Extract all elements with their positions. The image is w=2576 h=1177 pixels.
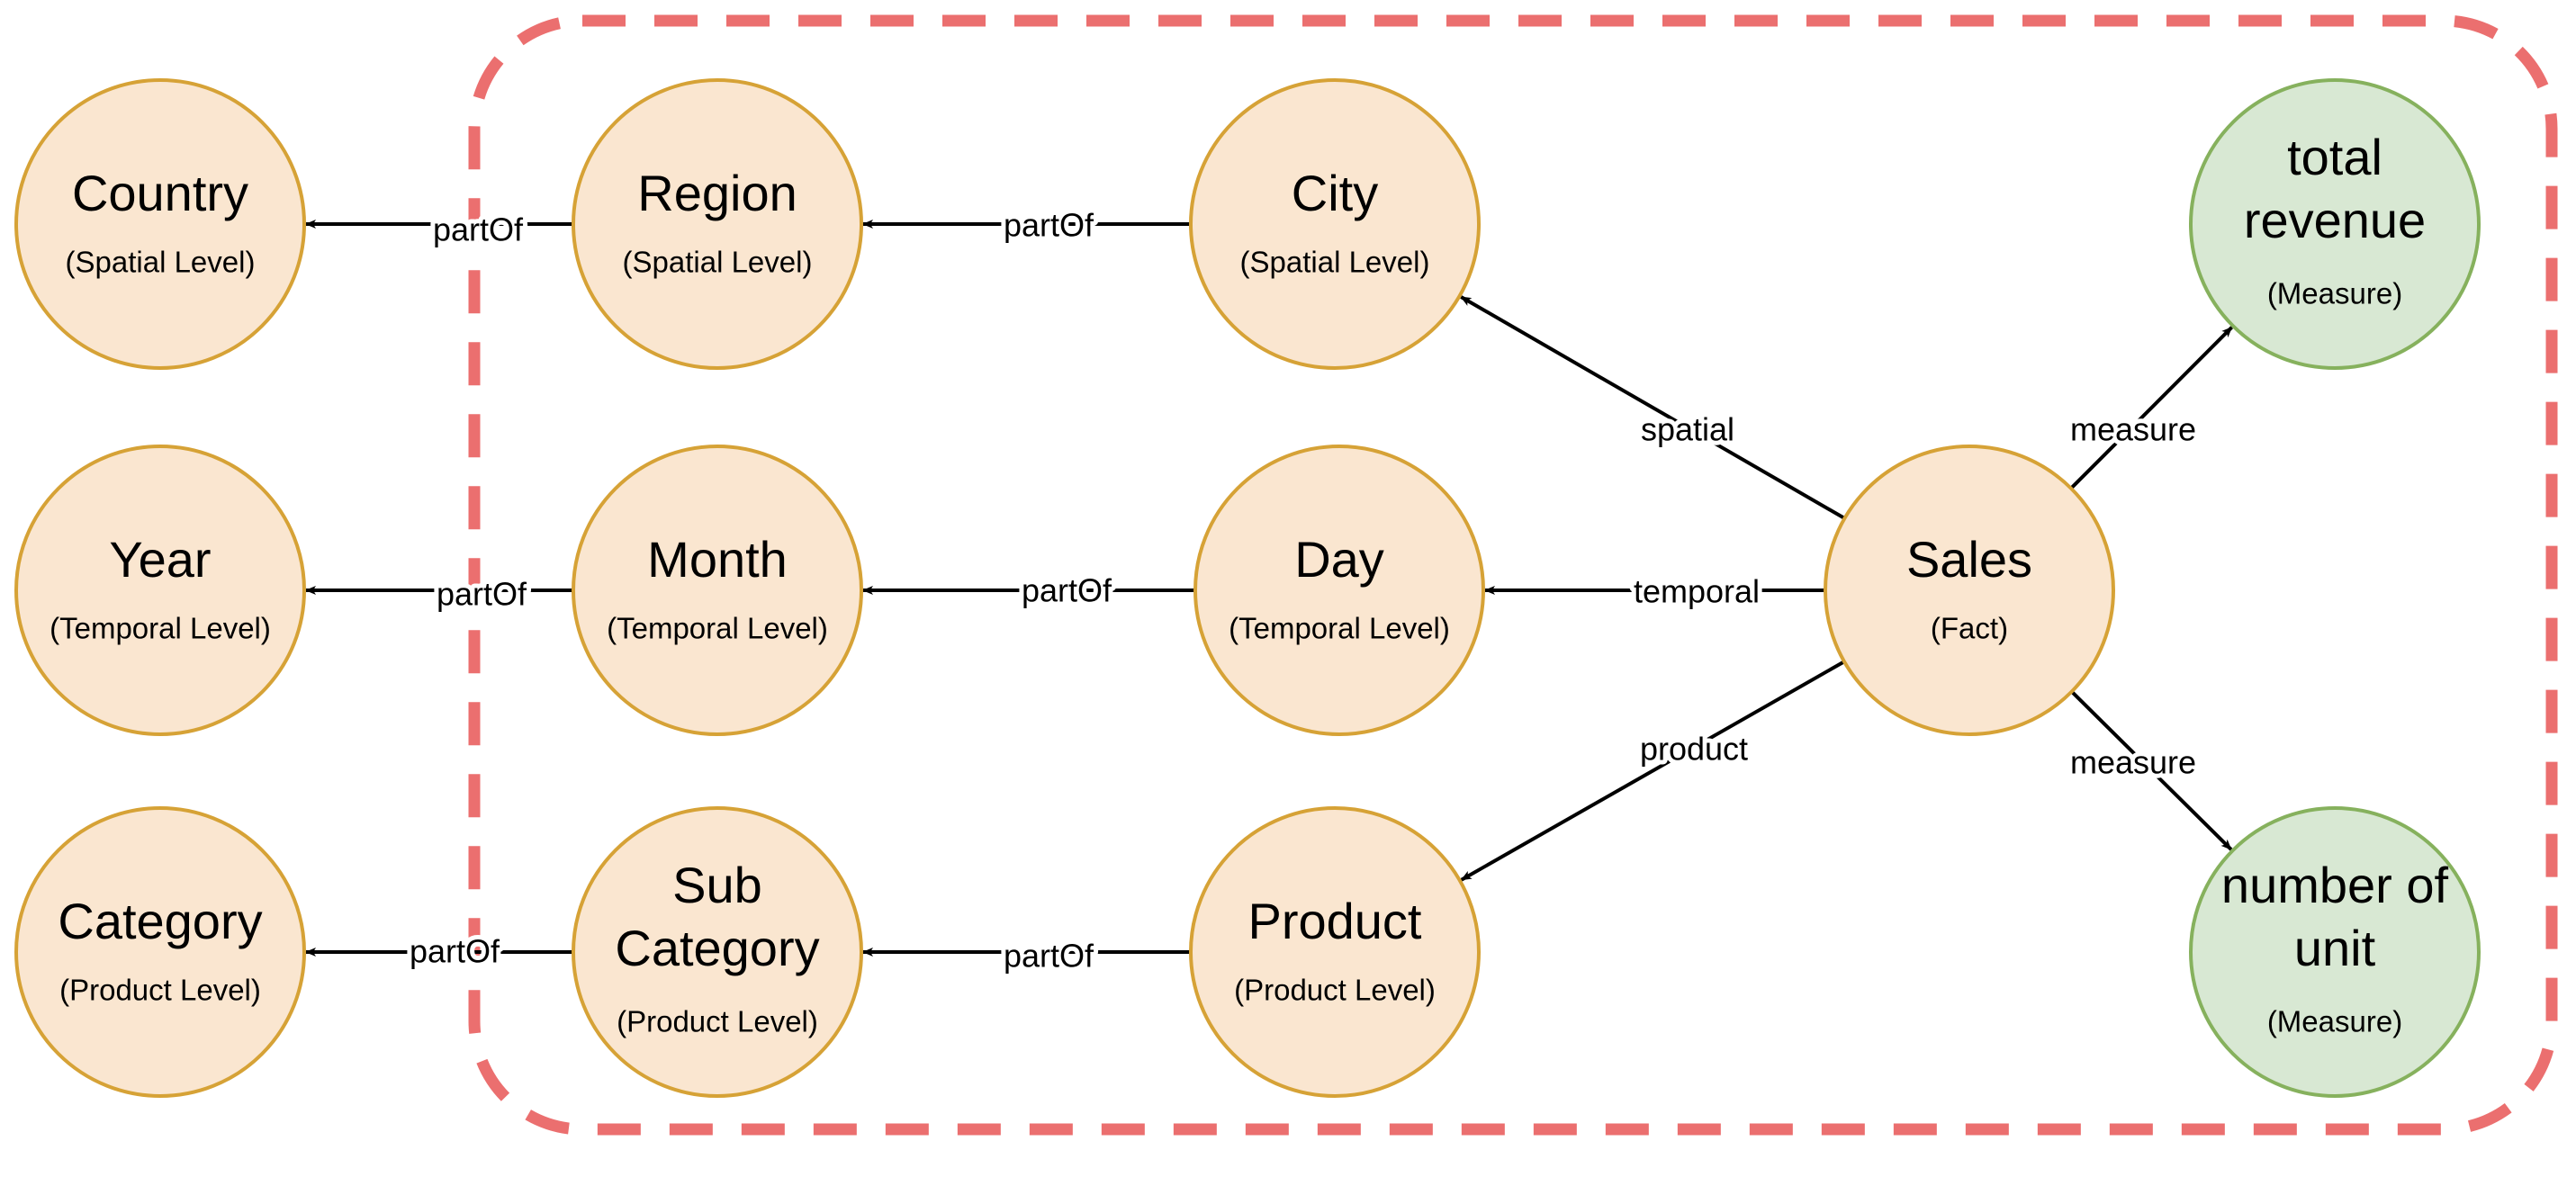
node-circle [1189,78,1481,370]
node-subtitle: (Temporal Level) [50,612,271,645]
edge-label-city-to-region: partOf [1004,207,1094,244]
node-subtitle: (Temporal Level) [607,612,828,645]
edge-label-sales-to-total_revenue: measure [2070,411,2196,448]
node-sales: Sales (Fact) [1824,445,2115,736]
edge-label-day-to-month: partOf [1022,572,1112,609]
node-subtitle: (Product Level) [617,1005,818,1038]
node-city: City (Spatial Level) [1189,78,1481,370]
node-subtitle: (Product Level) [59,974,261,1007]
node-title: Country [72,165,248,221]
node-circle [1824,445,2115,736]
node-subtitle: (Spatial Level) [623,246,813,279]
edge-label-sales-to-number_of_unit: measure [2070,744,2196,781]
node-region: Region (Spatial Level) [572,78,863,370]
node-circle [572,806,863,1098]
node-subtitle: (Temporal Level) [1229,612,1450,645]
node-title: Sub [672,857,762,913]
node-title: Product [1248,893,1422,949]
edge-label-product-to-sub_category: partOf [1004,938,1094,975]
node-year: Year (Temporal Level) [14,445,306,736]
node-subtitle: (Fact) [1931,612,2008,645]
node-circle [572,445,863,736]
edge-sales-to-product [1460,660,1845,882]
node-circle [1189,806,1481,1098]
node-title: Year [109,531,211,588]
edge-label-region-to-country: partOf [433,211,524,248]
node-subtitle: (Product Level) [1234,974,1436,1007]
edge-sales-to-total_revenue [2069,326,2234,490]
node-title: Month [647,531,788,588]
edge-sales-to-city [1460,295,1846,520]
edge-label-sales-to-product: product [1640,731,1748,768]
node-subtitle: (Spatial Level) [1240,246,1430,279]
node-title: total [2287,129,2382,185]
node-title: Region [637,165,797,221]
node-product: Product (Product Level) [1189,806,1481,1098]
node-title: Sales [1906,531,2032,588]
node-title: number of [2221,857,2449,913]
node-number-of-unit: number of unit (Measure) [2189,806,2481,1098]
node-month: Month (Temporal Level) [572,445,863,736]
edges: partOf partOf partOf partOf partOf partOf spat… [305,202,2234,979]
node-title: Category [58,893,262,949]
node-day: Day (Temporal Level) [1193,445,1485,736]
node-subtitle: (Measure) [2267,1005,2402,1038]
dataset-boundary [468,14,2558,1136]
node-title: revenue [2244,192,2426,248]
node-title: Category [615,920,819,976]
node-circle [14,806,306,1098]
node-title: Day [1294,531,1384,588]
node-circle [2189,78,2481,370]
edge-label-sub_category-to-category: partOf [410,933,500,970]
node-circle [1193,445,1485,736]
node-circle [2189,806,2481,1098]
node-circle [14,445,306,736]
node-category: Category (Product Level) [14,806,306,1098]
node-circle [572,78,863,370]
edge-label-month-to-year: partOf [437,576,527,613]
node-title: unit [2294,920,2376,976]
edge-sales-to-number_of_unit [2070,690,2233,851]
edge-label-sales-to-day: temporal [1634,573,1760,610]
node-country: Country (Spatial Level) [14,78,306,370]
node-total-revenue: total revenue (Measure) [2189,78,2481,370]
node-circle [14,78,306,370]
node-subtitle: (Measure) [2267,277,2402,310]
nodes: Country (Spatial Level) Region (Spatial Lev… [14,78,2481,1098]
node-title: City [1292,165,1378,221]
edge-label-sales-to-city: spatial [1641,411,1734,448]
node-subtitle: (Spatial Level) [66,246,256,279]
